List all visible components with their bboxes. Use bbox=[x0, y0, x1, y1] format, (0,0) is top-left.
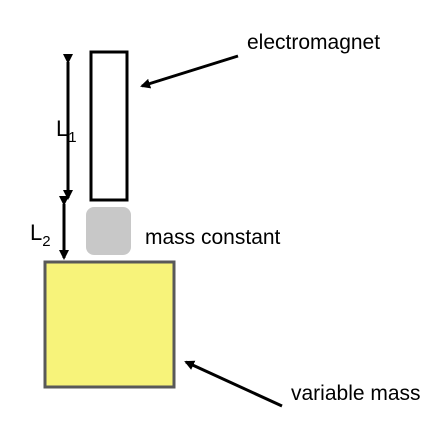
electromagnet-label: electromagnet bbox=[247, 31, 380, 54]
variable-mass-pointer-arrow bbox=[184, 360, 283, 408]
l1-label: L1 bbox=[56, 116, 77, 146]
constant-mass-block bbox=[86, 207, 131, 255]
l2-label: L2 bbox=[30, 220, 51, 250]
variable-mass-label: variable mass bbox=[291, 382, 421, 405]
electromagnet-body bbox=[89, 50, 129, 202]
electromagnet-pointer-arrow bbox=[140, 54, 239, 89]
variable-mass-block bbox=[43, 260, 176, 389]
mass-constant-label: mass constant bbox=[145, 226, 281, 249]
